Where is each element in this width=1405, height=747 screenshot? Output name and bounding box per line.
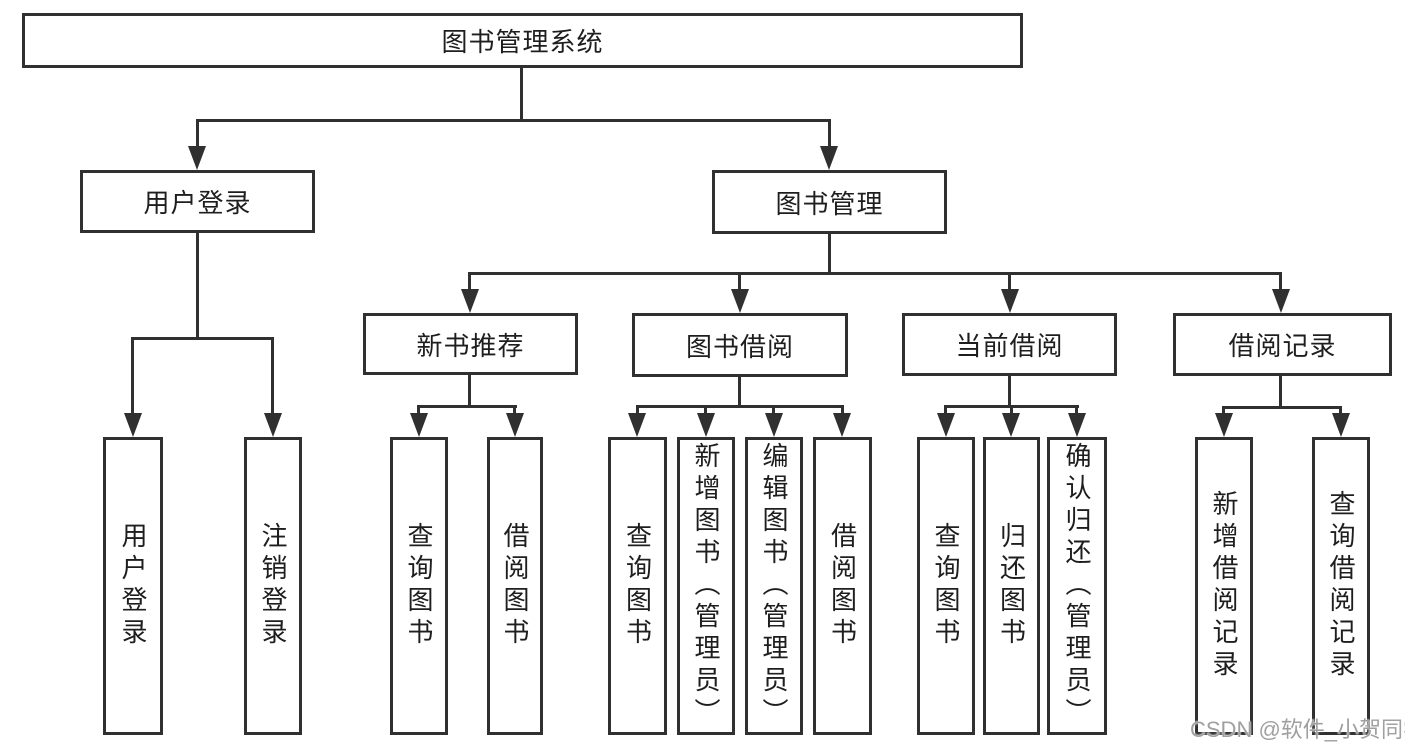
leaf-add-books-admin-label: 新增图书（管理员）: [691, 442, 721, 730]
arrowhead-down-icon: [1332, 413, 1350, 437]
connector-line: [196, 233, 199, 340]
arrowhead-down-icon: [731, 289, 749, 313]
leaf-user-login: 用户登录: [103, 437, 163, 735]
node-new-book-recommend: 新书推荐: [363, 313, 578, 375]
arrowhead-down-icon: [1002, 413, 1020, 437]
node-current-borrow: 当前借阅: [902, 313, 1117, 376]
leaf-add-books-admin: 新增图书（管理员）: [677, 437, 735, 735]
connector-line: [828, 234, 831, 275]
node-book-management: 图书管理: [712, 170, 947, 234]
leaf-borrow-books-1-label: 借阅图书: [500, 522, 530, 650]
arrowhead-down-icon: [410, 413, 428, 437]
connector-line: [944, 405, 947, 417]
leaf-query-borrow-record-label: 查询借阅记录: [1326, 490, 1356, 682]
leaf-query-books-2: 查询图书: [608, 437, 667, 735]
node-book-borrow: 图书借阅: [632, 313, 848, 377]
leaf-query-books-3-label: 查询图书: [931, 522, 961, 650]
connector-line: [704, 405, 707, 417]
leaf-confirm-return-admin-label: 确认归还（管理员）: [1062, 442, 1092, 730]
connector-line: [636, 405, 844, 408]
node-user-login: 用户登录: [80, 170, 315, 233]
leaf-logout-label: 注销登录: [258, 522, 288, 650]
node-root: 图书管理系统: [22, 13, 1023, 68]
arrowhead-down-icon: [1215, 413, 1233, 437]
connector-line: [468, 272, 1282, 275]
arrowhead-down-icon: [188, 146, 206, 170]
connector-line: [1222, 406, 1225, 417]
connector-line: [1222, 406, 1342, 409]
arrowhead-down-icon: [1001, 289, 1019, 313]
connector-line: [417, 405, 517, 408]
arrowhead-down-icon: [833, 413, 851, 437]
connector-line: [738, 272, 741, 294]
connector-line: [772, 405, 775, 417]
arrowhead-down-icon: [937, 413, 955, 437]
leaf-return-books-label: 归还图书: [996, 522, 1027, 650]
arrowhead-down-icon: [461, 289, 479, 313]
connector-line: [1339, 406, 1342, 417]
connector-line: [1279, 376, 1282, 409]
connector-line: [828, 119, 831, 150]
connector-line: [636, 405, 639, 417]
leaf-borrow-books-2: 借阅图书: [813, 437, 872, 735]
node-book-management-label: 图书管理: [775, 188, 884, 219]
connector-line: [513, 405, 516, 417]
connector-line: [417, 405, 420, 417]
leaf-logout: 注销登录: [244, 437, 302, 735]
node-user-login-label: 用户登录: [143, 188, 252, 218]
arrowhead-down-icon: [820, 146, 838, 170]
leaf-return-books: 归还图书: [983, 437, 1040, 735]
node-borrow-records: 借阅记录: [1173, 313, 1392, 376]
node-root-label: 图书管理系统: [441, 27, 604, 57]
arrowhead-down-icon: [1272, 289, 1290, 313]
leaf-query-borrow-record: 查询借阅记录: [1312, 437, 1370, 735]
leaf-borrow-books-1: 借阅图书: [487, 437, 543, 735]
arrowhead-down-icon: [765, 413, 783, 437]
leaf-edit-books-admin: 编辑图书（管理员）: [745, 437, 803, 735]
arrowhead-down-icon: [124, 413, 142, 437]
connector-line: [841, 405, 844, 417]
connector-line: [196, 119, 831, 122]
connector-line: [131, 337, 134, 417]
leaf-edit-books-admin-label: 编辑图书（管理员）: [759, 442, 789, 730]
leaf-query-books-1-label: 查询图书: [404, 522, 434, 650]
connector-line: [271, 337, 274, 417]
arrowhead-down-icon: [1068, 413, 1086, 437]
leaf-add-borrow-record: 新增借阅记录: [1195, 437, 1253, 735]
node-current-borrow-label: 当前借阅: [955, 331, 1064, 361]
connector-line: [131, 337, 274, 340]
arrowhead-down-icon: [264, 413, 282, 437]
leaf-query-books-2-label: 查询图书: [622, 522, 653, 650]
leaf-borrow-books-2-label: 借阅图书: [827, 522, 858, 650]
connector-line: [196, 119, 199, 150]
node-borrow-records-label: 借阅记录: [1228, 331, 1337, 361]
arrowhead-down-icon: [506, 413, 524, 437]
leaf-confirm-return-admin: 确认归还（管理员）: [1047, 437, 1107, 735]
connector-line: [1008, 376, 1011, 407]
connector-line: [520, 68, 523, 119]
connector-line: [1010, 405, 1013, 417]
arrowhead-down-icon: [697, 413, 715, 437]
leaf-query-books-1: 查询图书: [390, 437, 448, 735]
leaf-user-login-label: 用户登录: [118, 522, 148, 650]
arrowhead-down-icon: [628, 413, 646, 437]
leaf-add-borrow-record-label: 新增借阅记录: [1209, 490, 1239, 682]
watermark: CSDN @软件_小贺同学: [1190, 717, 1405, 742]
node-new-book-recommend-label: 新书推荐: [416, 330, 525, 361]
leaf-query-books-3: 查询图书: [917, 437, 975, 735]
connector-line: [1008, 272, 1011, 294]
connector-line: [468, 375, 471, 407]
node-book-borrow-label: 图书借阅: [685, 331, 794, 362]
connector-line: [468, 272, 471, 294]
connector-line: [1075, 405, 1078, 417]
connector-line: [1279, 272, 1282, 294]
connector-line: [738, 377, 741, 407]
